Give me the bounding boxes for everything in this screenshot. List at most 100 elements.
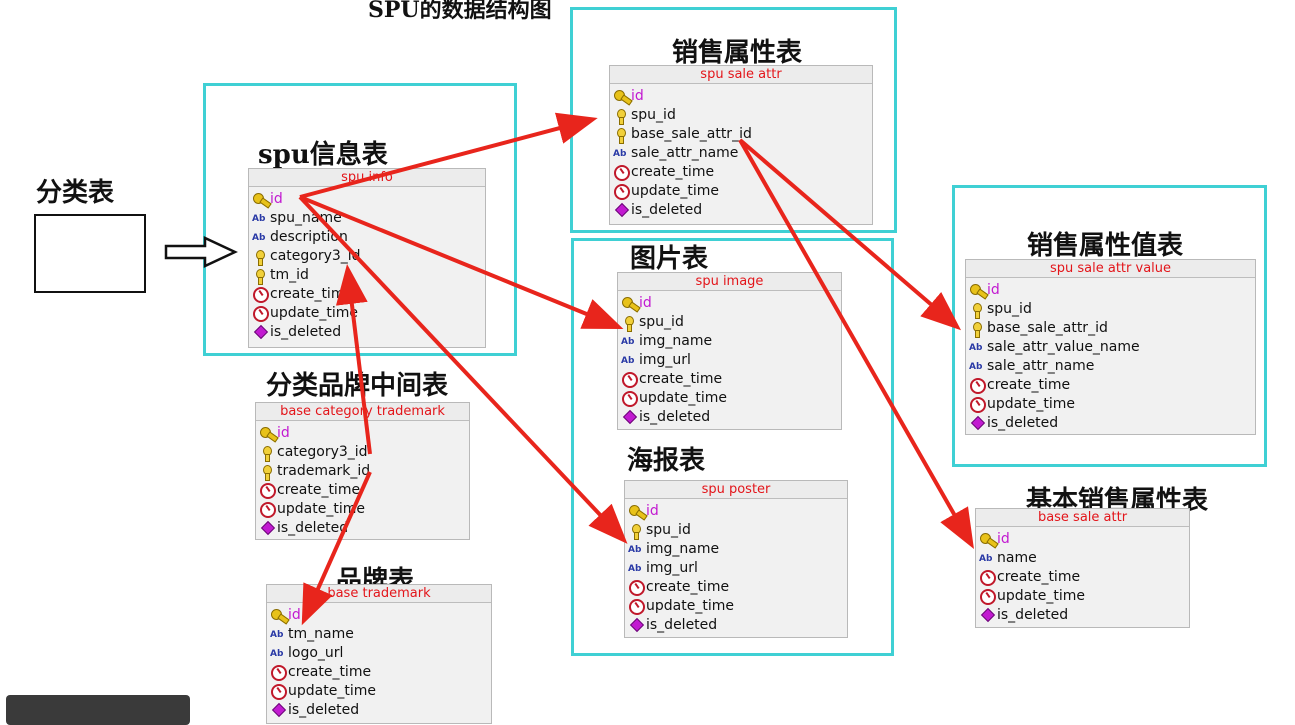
- field-row[interactable]: trademark_id: [256, 462, 469, 481]
- field-row[interactable]: id: [249, 190, 485, 209]
- field-row[interactable]: spu_id: [625, 521, 847, 540]
- text-type-icon: Ab: [252, 232, 266, 243]
- field-row[interactable]: is_deleted: [966, 414, 1255, 433]
- field-row[interactable]: create_time: [625, 578, 847, 597]
- field-name: update_time: [270, 305, 358, 321]
- field-row[interactable]: update_time: [249, 304, 485, 323]
- field-name: tm_name: [288, 626, 354, 642]
- field-row[interactable]: create_time: [256, 481, 469, 500]
- field-row[interactable]: create_time: [976, 568, 1189, 587]
- text-type-icon: Ab: [979, 553, 993, 564]
- text-type-icon: Ab: [613, 148, 627, 159]
- datetime-icon: [252, 286, 270, 304]
- foreign-key-icon: [969, 301, 987, 319]
- heading-image: 图片表: [630, 244, 709, 274]
- field-row[interactable]: id: [256, 424, 469, 443]
- foreign-key-icon: [628, 522, 646, 540]
- field-row[interactable]: create_time: [966, 376, 1255, 395]
- field-row[interactable]: spu_id: [618, 313, 841, 332]
- table-name: base category trademark: [256, 403, 469, 421]
- field-row[interactable]: create_time: [610, 163, 872, 182]
- datetime-icon: [252, 305, 270, 323]
- field-row[interactable]: id: [966, 281, 1255, 300]
- foreign-key-icon: [259, 444, 277, 462]
- field-row[interactable]: update_time: [256, 500, 469, 519]
- field-name: category3_id: [277, 444, 368, 460]
- field-row[interactable]: id: [618, 294, 841, 313]
- field-name: id: [997, 531, 1010, 547]
- field-row[interactable]: update_time: [610, 182, 872, 201]
- field-row[interactable]: base_sale_attr_id: [966, 319, 1255, 338]
- field-name: update_time: [997, 588, 1085, 604]
- arrow-cat-trademark-to-trademark: [301, 471, 372, 626]
- field-row[interactable]: is_deleted: [249, 323, 485, 342]
- datetime-icon: [259, 501, 277, 519]
- text-type-icon: Ab: [270, 648, 284, 659]
- field-row[interactable]: create_time: [267, 663, 491, 682]
- key-icon: [613, 88, 631, 106]
- field-row[interactable]: create_time: [249, 285, 485, 304]
- field-row[interactable]: tm_id: [249, 266, 485, 285]
- key-icon: [270, 607, 288, 625]
- datetime-icon: [969, 396, 987, 414]
- field-name: id: [987, 282, 1000, 298]
- field-row[interactable]: is_deleted: [976, 606, 1189, 625]
- field-row[interactable]: category3_id: [256, 443, 469, 462]
- field-row[interactable]: spu_id: [610, 106, 872, 125]
- field-name: id: [631, 88, 644, 104]
- foreign-key-icon: [613, 107, 631, 125]
- field-name: spu_id: [631, 107, 676, 123]
- field-name: is_deleted: [987, 415, 1059, 431]
- field-name: id: [277, 425, 290, 441]
- field-row[interactable]: is_deleted: [625, 616, 847, 635]
- field-row[interactable]: is_deleted: [618, 408, 841, 427]
- video-control-bar[interactable]: [6, 695, 190, 725]
- field-row[interactable]: is_deleted: [610, 201, 872, 220]
- field-row[interactable]: create_time: [618, 370, 841, 389]
- field-row[interactable]: id: [976, 530, 1189, 549]
- field-row[interactable]: update_time: [618, 389, 841, 408]
- table-name: spu sale attr value: [966, 260, 1255, 278]
- foreign-key-icon: [969, 320, 987, 338]
- table-name: spu sale attr: [610, 66, 872, 84]
- key-icon: [252, 191, 270, 209]
- text-type-icon: Ab: [969, 342, 983, 353]
- field-row[interactable]: base_sale_attr_id: [610, 125, 872, 144]
- text-type-icon: Ab: [621, 355, 635, 366]
- field-name: id: [288, 607, 301, 623]
- field-name: img_name: [639, 333, 713, 349]
- field-name: sale_attr_name: [987, 358, 1095, 374]
- field-row[interactable]: id: [267, 606, 491, 625]
- field-name: update_time: [639, 390, 727, 406]
- field-row[interactable]: update_time: [976, 587, 1189, 606]
- field-row[interactable]: id: [625, 502, 847, 521]
- field-row[interactable]: id: [610, 87, 872, 106]
- field-row[interactable]: is_deleted: [256, 519, 469, 538]
- datetime-icon: [621, 371, 639, 389]
- field-row[interactable]: spu_id: [966, 300, 1255, 319]
- heading-sale-attr-value: 销售属性值表: [1027, 231, 1184, 261]
- heading-sale-attr: 销售属性表: [672, 38, 803, 68]
- field-row[interactable]: category3_id: [249, 247, 485, 266]
- field-row[interactable]: update_time: [625, 597, 847, 616]
- field-row[interactable]: update_time: [966, 395, 1255, 414]
- field-row[interactable]: update_time: [267, 682, 491, 701]
- arrow-cat-trademark-to-spu-category: [335, 264, 372, 455]
